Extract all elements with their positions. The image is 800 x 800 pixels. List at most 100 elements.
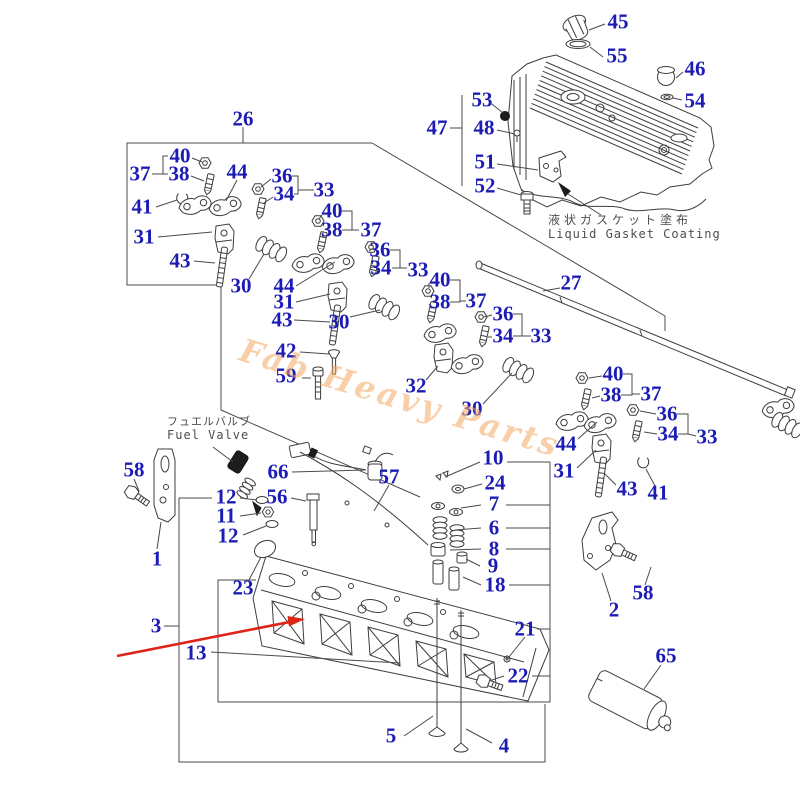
part-callout-21: 21 xyxy=(514,616,536,641)
fuel-valve-annotation: フュエルバルブ Fuel Valve xyxy=(167,415,251,442)
part-callout-58: 58 xyxy=(632,580,654,605)
valve-cover-drawing xyxy=(500,14,715,216)
liquid-gasket-annotation-en: Liquid Gasket Coating xyxy=(548,226,721,241)
part-callout-66: 66 xyxy=(267,459,289,484)
fuel-valve-annotation-jp: フュエルバルブ xyxy=(167,415,251,428)
part-callout-38: 38 xyxy=(600,382,622,407)
part-callout-4: 4 xyxy=(498,733,510,758)
part-callout-34: 34 xyxy=(273,181,295,206)
part-callout-18: 18 xyxy=(484,572,506,597)
part-callout-31: 31 xyxy=(133,224,155,249)
part-callout-47: 47 xyxy=(426,115,448,140)
part-callout-37: 37 xyxy=(360,217,382,242)
part-callout-12: 12 xyxy=(217,523,239,548)
part-callout-56: 56 xyxy=(266,484,288,509)
part-callout-2: 2 xyxy=(608,597,620,622)
red-pointer-arrow xyxy=(116,616,305,658)
part-callout-59: 59 xyxy=(275,363,297,388)
part-callout-5: 5 xyxy=(385,723,397,748)
part-callout-32: 32 xyxy=(405,373,427,398)
part-callout-43: 43 xyxy=(271,307,293,332)
injector-drawing xyxy=(227,450,262,517)
part-callout-48: 48 xyxy=(473,115,495,140)
part-callout-36: 36 xyxy=(656,401,678,426)
part-callout-8: 8 xyxy=(488,536,500,561)
part-callout-38: 38 xyxy=(429,289,451,314)
part-callout-11: 11 xyxy=(216,503,236,528)
rocker-shaft-drawing xyxy=(475,260,796,399)
part-callout-31: 31 xyxy=(273,289,295,314)
part-callout-26: 26 xyxy=(232,106,254,131)
part-callout-34: 34 xyxy=(370,255,392,280)
fuel-valve-annotation-en: Fuel Valve xyxy=(167,427,250,442)
part-callout-30: 30 xyxy=(461,396,483,421)
part-callout-51: 51 xyxy=(474,149,496,174)
part-callout-3: 3 xyxy=(150,613,162,638)
part-callout-43: 43 xyxy=(616,476,638,501)
cylinder-head-drawing xyxy=(252,555,550,702)
part-callout-27: 27 xyxy=(560,270,582,295)
part-callout-57: 57 xyxy=(378,464,400,489)
part-callout-44: 44 xyxy=(226,159,248,184)
part-callout-43: 43 xyxy=(169,248,191,273)
head-small-parts xyxy=(253,496,279,559)
part-callout-44: 44 xyxy=(555,431,577,456)
part-callout-42: 42 xyxy=(275,338,297,363)
part-callout-53: 53 xyxy=(471,87,493,112)
gasket-tube-drawing xyxy=(588,670,672,732)
part-callout-41: 41 xyxy=(647,480,669,505)
part-callout-40: 40 xyxy=(429,267,451,292)
part-callout-22: 22 xyxy=(507,663,529,688)
part-callout-31: 31 xyxy=(553,458,575,483)
part-callout-41: 41 xyxy=(131,194,153,219)
part-callout-36: 36 xyxy=(492,301,514,326)
head-top-openings xyxy=(268,570,480,640)
part-callout-54: 54 xyxy=(684,88,706,113)
part-callout-52: 52 xyxy=(474,173,496,198)
part-callout-37: 37 xyxy=(640,381,662,406)
valve-train-parts xyxy=(428,470,469,753)
part-callout-23: 23 xyxy=(232,575,254,600)
part-callout-9: 9 xyxy=(487,553,499,578)
part-callout-7: 7 xyxy=(488,491,500,516)
part-callout-44: 44 xyxy=(273,273,295,298)
part-callout-36: 36 xyxy=(271,163,293,188)
part-callout-45: 45 xyxy=(607,9,629,34)
part-callout-30: 30 xyxy=(328,309,350,334)
part-callout-58: 58 xyxy=(123,457,145,482)
part-callout-13: 13 xyxy=(185,640,207,665)
part-callout-40: 40 xyxy=(602,361,624,386)
part-callout-38: 38 xyxy=(168,161,190,186)
part-callout-40: 40 xyxy=(169,143,191,168)
part-callout-10: 10 xyxy=(482,445,504,470)
part-callout-6: 6 xyxy=(488,515,500,540)
part-callout-37: 37 xyxy=(465,288,487,313)
part-callout-46: 46 xyxy=(684,56,706,81)
oil-cap-drawing xyxy=(562,14,589,41)
part-callout-33: 33 xyxy=(530,323,552,348)
part-callout-65: 65 xyxy=(655,643,677,668)
liquid-gasket-annotation-jp: 液状ガスケット塗布 xyxy=(548,213,693,227)
part-callout-36: 36 xyxy=(369,237,391,262)
part-callout-34: 34 xyxy=(657,421,679,446)
part-callout-30: 30 xyxy=(230,273,252,298)
part-callout-38: 38 xyxy=(321,217,343,242)
gasket-arrowhead xyxy=(558,182,571,197)
sensor-66-drawing xyxy=(288,441,394,481)
part-callout-24: 24 xyxy=(484,470,506,495)
part-callout-33: 33 xyxy=(407,257,429,282)
part-callout-55: 55 xyxy=(606,43,628,68)
part-callout-40: 40 xyxy=(321,198,343,223)
liquid-gasket-annotation: 液状ガスケット塗布 Liquid Gasket Coating xyxy=(548,213,721,242)
part-callout-1: 1 xyxy=(151,546,163,571)
part-callout-12: 12 xyxy=(215,484,237,509)
lift-bracket-1-drawing xyxy=(122,448,176,523)
part-callout-33: 33 xyxy=(313,177,335,202)
construction-lines xyxy=(126,95,666,763)
part-callout-37: 37 xyxy=(129,161,151,186)
harness-57-drawing xyxy=(299,451,429,546)
lift-bracket-2-drawing xyxy=(581,511,639,571)
leader-lines xyxy=(133,23,697,744)
